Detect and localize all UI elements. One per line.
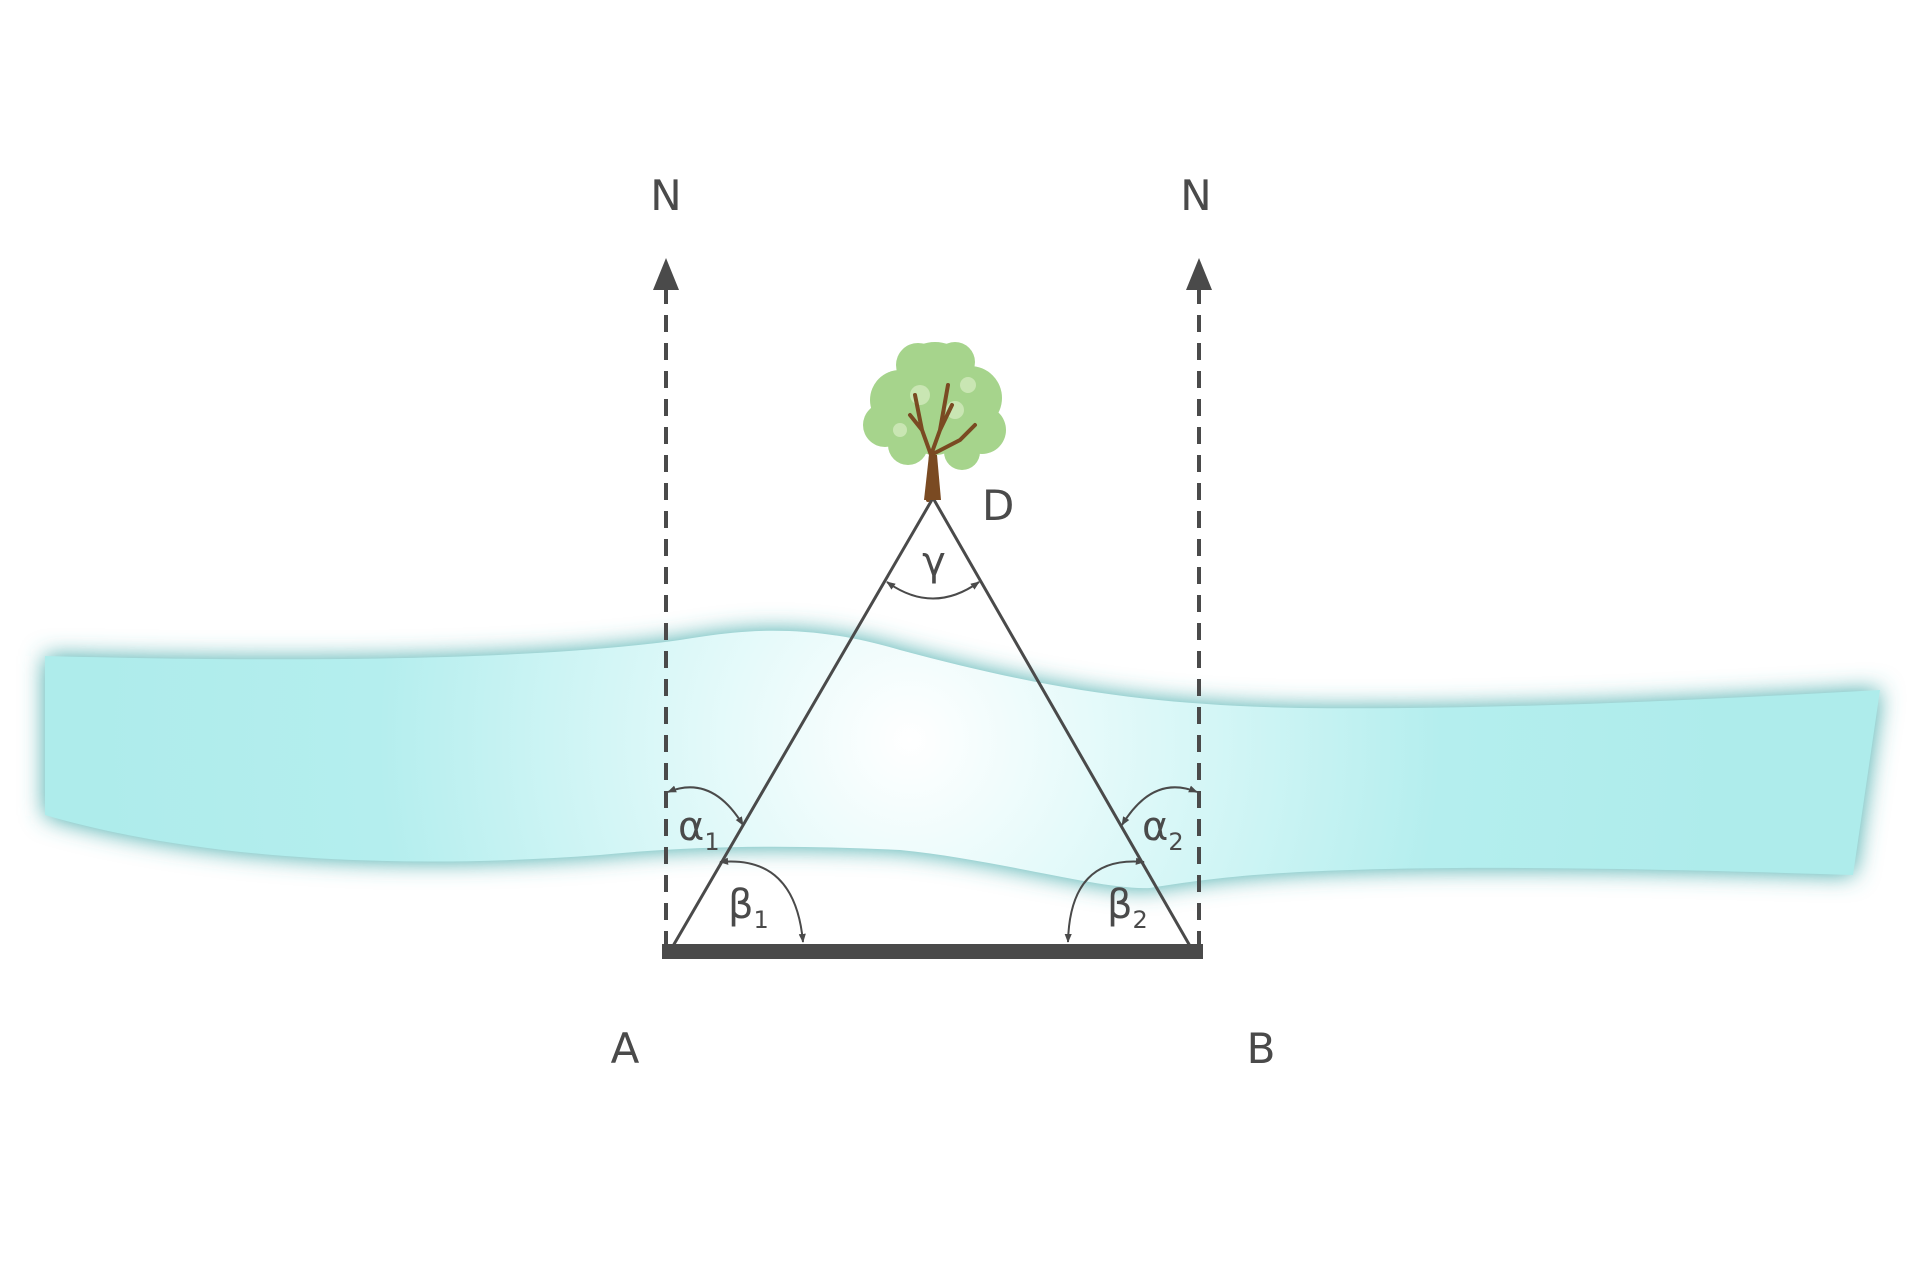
- label-beta2: β2: [1107, 882, 1148, 934]
- label-alpha1: α1: [678, 804, 720, 856]
- label-point-a: A: [611, 1024, 640, 1073]
- line-b-to-d: [931, 497, 1192, 947]
- label-beta1-sub: 1: [754, 906, 769, 934]
- river: [45, 630, 1880, 889]
- label-alpha1-sub: 1: [704, 828, 719, 856]
- label-alpha2-symbol: α: [1142, 804, 1168, 850]
- arc-alpha1: [667, 785, 744, 826]
- label-alpha2: α2: [1142, 804, 1184, 856]
- label-alpha1-symbol: α: [678, 804, 704, 850]
- label-north-right: N: [1180, 171, 1211, 220]
- label-point-d: D: [982, 481, 1014, 530]
- arc-beta2: [1064, 857, 1145, 943]
- label-beta1: β1: [728, 882, 769, 934]
- tree-icon: [863, 342, 1006, 502]
- label-beta2-symbol: β: [1107, 882, 1133, 928]
- label-alpha2-sub: 2: [1168, 828, 1183, 856]
- north-arrow-left-icon: [653, 258, 679, 290]
- north-arrow-right-icon: [1186, 258, 1212, 290]
- baseline-ab: [662, 944, 1203, 959]
- label-beta2-sub: 2: [1133, 906, 1148, 934]
- river-water: [45, 630, 1880, 889]
- arc-gamma: [886, 581, 980, 600]
- label-gamma: γ: [922, 539, 946, 585]
- line-a-to-d: [671, 497, 935, 947]
- label-beta1-symbol: β: [728, 882, 754, 928]
- arc-alpha2: [1121, 785, 1198, 826]
- label-north-left: N: [650, 171, 681, 220]
- label-point-b: B: [1247, 1024, 1276, 1073]
- arc-beta1: [719, 857, 806, 943]
